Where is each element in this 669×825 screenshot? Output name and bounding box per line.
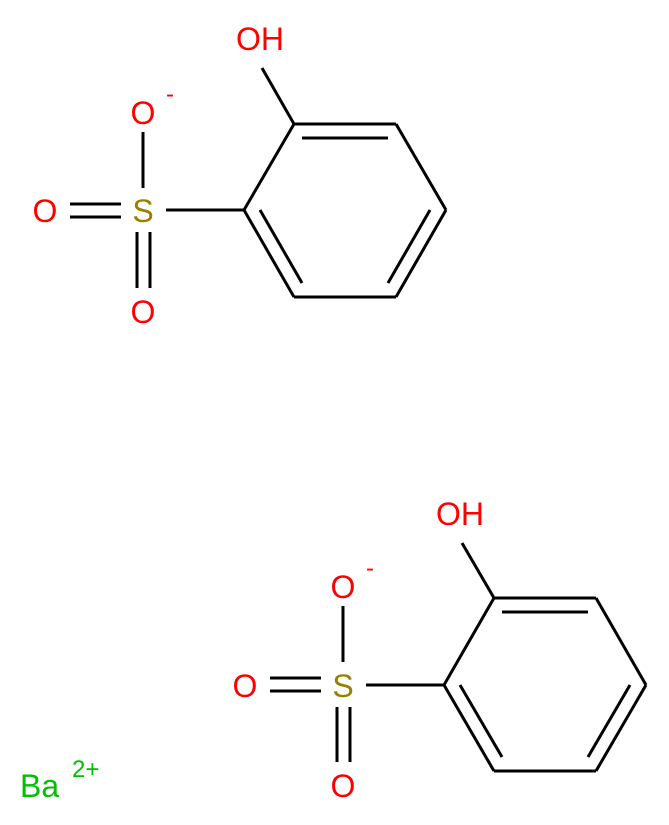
m2-ring-double-3 [458, 684, 504, 758]
m2-oxygen-anion-label: O [331, 569, 356, 605]
m1-oxygen-anion-label: O [131, 95, 156, 131]
barium-ion: Ba 2+ [20, 756, 99, 804]
m2-anion-charge: - [366, 555, 374, 582]
m1-hydroxyl-label: OH [236, 21, 284, 57]
m1-bond-c-oh [260, 67, 296, 125]
m2-ring-bond-5 [442, 684, 496, 772]
m1-sulfur-label: S [132, 193, 153, 229]
m2-bond-c-oh [460, 542, 496, 599]
m1-ring-double-2 [386, 209, 432, 284]
barium-symbol: Ba [20, 768, 59, 804]
m1-ring-bond-2 [394, 123, 448, 211]
barium-charge: 2+ [72, 756, 99, 783]
m2-ring-double-2 [586, 684, 632, 758]
m2-ring-bond-2 [594, 597, 648, 686]
m1-ring-double-3 [258, 209, 304, 284]
m1-anion-charge: - [166, 81, 174, 108]
molecule-2: OH O - S O O [233, 496, 648, 804]
m2-sulfur-label: S [332, 668, 353, 704]
m2-ring-bond-3 [594, 684, 648, 772]
m2-ring-bond-6 [442, 597, 496, 686]
m1-oxygen-bottom-label: O [131, 294, 156, 330]
m1-ring-bond-5 [242, 209, 296, 298]
m1-oxygen-left-label: O [33, 193, 58, 229]
m2-oxygen-left-label: O [233, 668, 258, 704]
m2-hydroxyl-label: OH [436, 496, 484, 532]
m1-ring-bond-3 [394, 209, 448, 298]
m1-ring-bond-6 [242, 123, 296, 211]
molecule-1: OH O - S O O [33, 21, 448, 330]
m2-oxygen-bottom-label: O [331, 768, 356, 804]
